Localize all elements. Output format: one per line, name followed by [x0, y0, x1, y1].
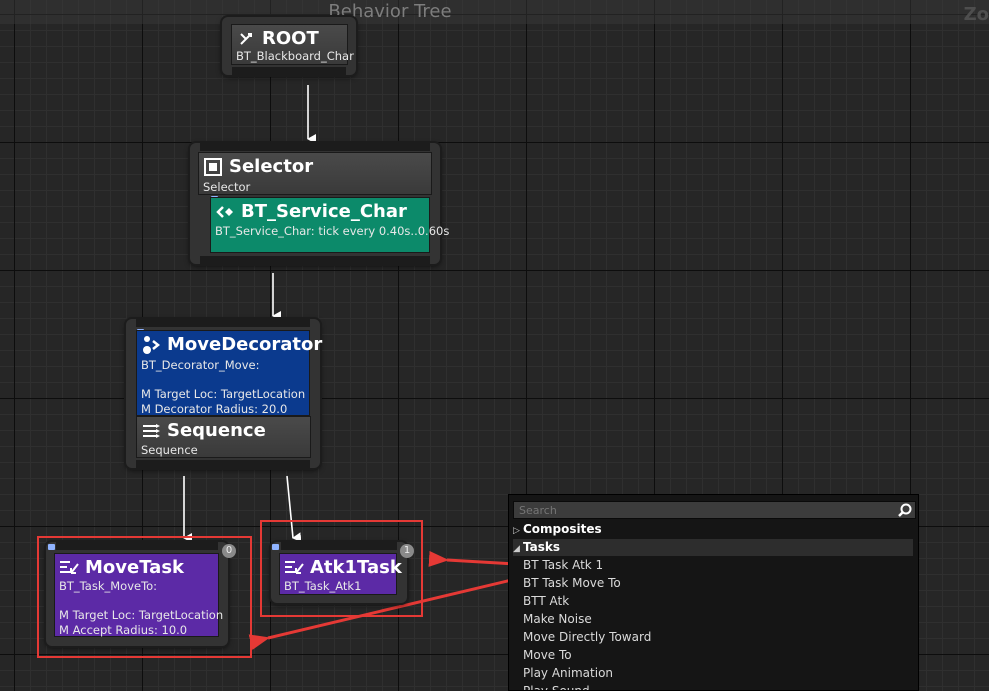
movetask-line-3: M Target Loc: TargetLocation: [59, 608, 224, 622]
menu-category-tasks[interactable]: ◢Tasks: [513, 539, 913, 556]
decorator-line-4: M Decorator Radius: 20.0: [141, 401, 288, 416]
menu-category-composites[interactable]: ▷Composites: [513, 521, 913, 538]
menu-item-play-sound[interactable]: Play Sound: [523, 684, 590, 691]
annotation-arrow-atk1: [428, 550, 516, 567]
sequence-output-pin[interactable]: [136, 460, 310, 468]
decorator-move[interactable]: MoveDecorator BT_Decorator_Move: M Targe…: [136, 330, 322, 416]
selector-subtitle: Selector: [203, 180, 251, 194]
sequence-icon: [141, 421, 161, 441]
root-branch-icon: [236, 29, 256, 49]
atk1task-title: Atk1Task: [310, 557, 402, 578]
magnifier-icon[interactable]: [897, 502, 913, 518]
expanded-triangle-icon: ◢: [513, 544, 520, 554]
selector-title: Selector: [229, 156, 314, 177]
sequence-header: Sequence Sequence: [136, 416, 311, 458]
movetask-marker-icon: [48, 544, 55, 550]
sequence-title: Sequence: [167, 420, 266, 441]
selector-icon: [203, 157, 223, 177]
movetask-line-4: M Accept Radius: 10.0: [59, 622, 188, 637]
decorator-line-1: BT_Decorator_Move:: [141, 358, 260, 372]
service-bt-service-char[interactable]: BT_Service_Char BT_Service_Char: tick ev…: [210, 197, 449, 253]
collapsed-triangle-icon: ▷: [513, 526, 520, 536]
menu-item-bt-task-move-to[interactable]: BT Task Move To: [523, 576, 621, 590]
root-title: ROOT: [262, 28, 319, 49]
category-label: Tasks: [523, 540, 561, 554]
graph-title: Behavior Tree: [328, 1, 452, 22]
atk1task-body: Atk1Task BT_Task_Atk1: [279, 553, 402, 595]
sequence-node[interactable]: MoveDecorator BT_Decorator_Move: M Targe…: [126, 319, 322, 468]
zoom-label: Zo: [963, 4, 989, 25]
menu-item-make-noise[interactable]: Make Noise: [523, 612, 592, 626]
task-icon: [284, 558, 304, 578]
movetask-line-1: BT_Task_MoveTo:: [59, 579, 158, 593]
menu-item-btt-atk[interactable]: BTT Atk: [523, 594, 570, 608]
menu-item-move-directly-toward[interactable]: Move Directly Toward: [523, 630, 652, 644]
atk1task-marker-icon: [272, 544, 279, 550]
selector-node[interactable]: Selector Selector BT_Service_Char BT_Ser…: [190, 143, 449, 264]
decorator-icon: [141, 335, 161, 355]
decorator-title: MoveDecorator: [167, 334, 323, 355]
service-subtitle: BT_Service_Char: tick every 0.40s..0.60s: [215, 224, 450, 238]
category-label: Composites: [523, 522, 602, 536]
movetask-node[interactable]: 0 MoveTask BT_Task_MoveTo: M Target Loc:…: [46, 542, 236, 646]
movetask-body: MoveTask BT_Task_MoveTo: M Target Loc: T…: [54, 553, 223, 637]
decorator-line-3: M Target Loc: TargetLocation: [141, 387, 306, 401]
atk1task-node[interactable]: 1 Atk1Task BT_Task_Atk1: [271, 542, 414, 603]
menu-item-play-animation[interactable]: Play Animation: [523, 666, 614, 680]
highlight-box-atk1task: [260, 520, 423, 617]
sequence-subtitle: Sequence: [141, 443, 198, 457]
menu-search-input[interactable]: [514, 502, 904, 518]
movetask-input-pin[interactable]: [56, 542, 218, 550]
sequence-input-pin[interactable]: [136, 319, 310, 327]
root-header: ROOT BT_Blackboard_Char: [231, 24, 354, 65]
menu-item-move-to[interactable]: Move To: [523, 648, 572, 662]
graph-header-bar: [0, 0, 989, 24]
movetask-index-badge: 0: [222, 544, 236, 558]
add-task-context-menu: ▷Composites ◢Tasks BT Task Atk 1 BT Task…: [508, 494, 919, 691]
selector-input-pin[interactable]: [200, 143, 430, 151]
task-icon: [59, 558, 79, 578]
menu-search-box[interactable]: [513, 501, 916, 519]
selector-output-pin[interactable]: [200, 256, 430, 264]
selector-header: Selector Selector: [198, 152, 432, 195]
service-title: BT_Service_Char: [241, 201, 407, 222]
atk1task-index-badge: 1: [400, 544, 414, 558]
menu-item-bt-task-atk-1[interactable]: BT Task Atk 1: [523, 558, 604, 572]
root-subtitle: BT_Blackboard_Char: [236, 49, 354, 63]
atk1task-line-1: BT_Task_Atk1: [284, 579, 362, 593]
service-icon: [215, 202, 235, 222]
annotation-arrow-movetask: [248, 576, 521, 650]
root-node[interactable]: ROOT BT_Blackboard_Char: [222, 17, 356, 75]
wire-sequence-atk1task: [286, 475, 302, 543]
highlight-box-movetask: [37, 536, 252, 658]
movetask-title: MoveTask: [85, 557, 185, 578]
root-output-pin[interactable]: [232, 67, 346, 75]
atk1task-input-pin[interactable]: [281, 542, 397, 550]
